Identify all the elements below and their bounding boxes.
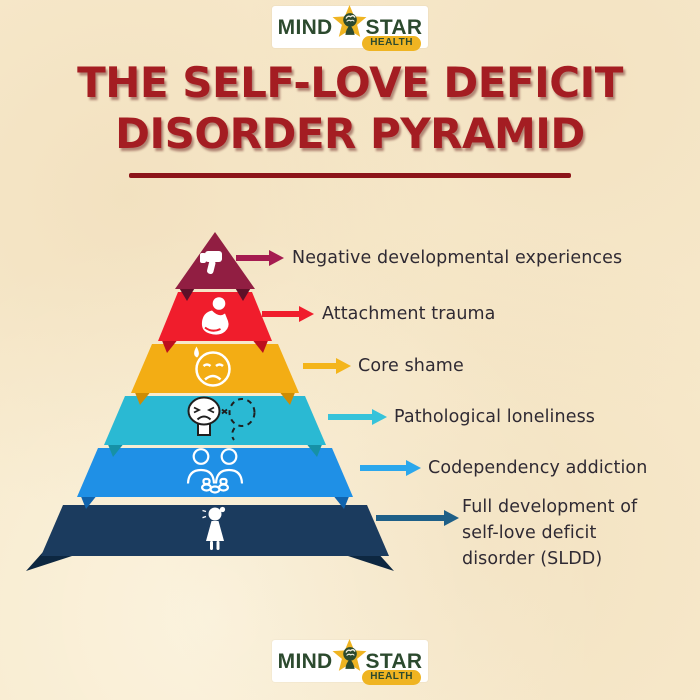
- arrow-codependency-addiction: [360, 460, 421, 476]
- brand-logo-row: MIND STAR: [272, 639, 428, 682]
- sldd-label-line1: Full development of: [462, 497, 638, 517]
- level-shape: [131, 344, 299, 393]
- pyramid-level-full-development-sldd: [26, 505, 394, 571]
- brand-word-star: STAR: [365, 15, 423, 39]
- level-foot-right: [332, 494, 350, 509]
- brand-word-star: STAR: [365, 649, 423, 673]
- level-foot-right: [278, 390, 296, 405]
- level-foot-right: [305, 442, 323, 457]
- sldd-label-line3: disorder (SLDD): [462, 549, 603, 569]
- page-title-line2: DISORDER PYRAMID: [115, 109, 585, 159]
- arrow-full-development-sldd: [376, 510, 459, 526]
- level-foot-left: [161, 338, 179, 353]
- brand-star-icon: [332, 5, 366, 37]
- level-foot-right: [251, 338, 269, 353]
- brand-word-mind: MIND: [277, 649, 333, 673]
- pyramid-level-core-shame: [131, 344, 299, 405]
- brand-word-mind: MIND: [277, 15, 333, 39]
- level-label-core-shame: Core shame: [358, 356, 464, 376]
- brand-health-badge: HEALTH: [362, 670, 421, 685]
- crying-person-icon: [202, 506, 226, 550]
- brand-logo-row: MIND STAR: [272, 5, 428, 48]
- arrow-negative-developmental-experiences: [236, 250, 284, 266]
- title-underline: [129, 173, 571, 178]
- level-foot-left: [107, 442, 125, 457]
- brand-logo-bottom: MIND STAR HEALTH: [272, 639, 428, 685]
- arrow-pathological-loneliness: [328, 409, 387, 425]
- level-foot-left: [80, 494, 98, 509]
- arrow-attachment-trauma: [262, 306, 314, 322]
- pyramid-level-negative-developmental-experiences: [175, 232, 255, 301]
- pyramid-level-pathological-loneliness: [104, 396, 326, 457]
- ashamed-face-icon: [194, 346, 231, 387]
- brand-star-icon: [332, 639, 366, 671]
- pyramid-level-attachment-trauma: [158, 292, 272, 353]
- lonely-head-missing-companion-icon: [187, 396, 256, 441]
- page-title-line1: THE SELF-LOVE DEFICIT: [77, 58, 623, 107]
- level-foot-right: [348, 552, 394, 571]
- sldd-label-line2: self-love deficit: [462, 523, 597, 543]
- level-label-negative-developmental-experiences: Negative developmental experiences: [292, 248, 623, 268]
- level-label-attachment-trauma: Attachment trauma: [322, 304, 496, 324]
- level-foot-left: [178, 286, 196, 301]
- brand-health-badge: HEALTH: [362, 36, 421, 51]
- pyramid-level-codependency-addiction: [77, 448, 353, 509]
- arrow-core-shame: [303, 358, 351, 374]
- level-foot-left: [134, 390, 152, 405]
- brand-logo-top: MIND STAR HEALTH: [272, 5, 428, 51]
- page-title: THE SELF-LOVE DEFICIT DISORDER PYRAMID: [0, 57, 700, 159]
- level-shape: [77, 448, 353, 497]
- level-label-codependency-addiction: Codependency addiction: [428, 458, 648, 478]
- thumbs-down-icon: [200, 251, 222, 275]
- level-foot-right: [234, 286, 252, 301]
- level-foot-left: [26, 552, 72, 571]
- level-label-pathological-loneliness: Pathological loneliness: [394, 407, 596, 427]
- caregiver-with-baby-icon: [201, 297, 229, 335]
- level-label-full-development-sldd: Full development of self-love deficit di…: [462, 494, 637, 572]
- two-people-chained-icon: [186, 448, 244, 494]
